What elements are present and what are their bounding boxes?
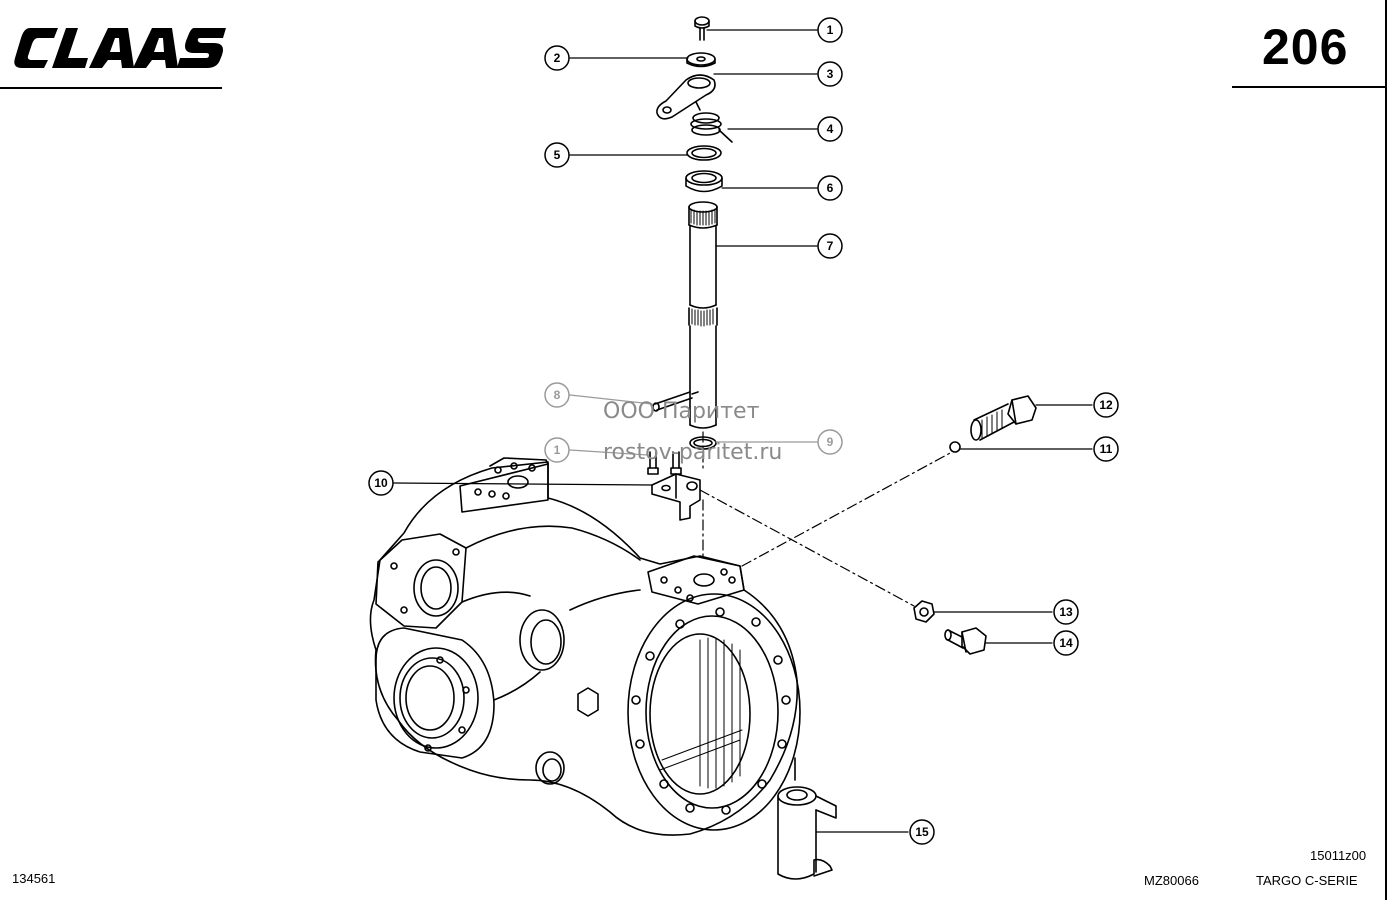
- callout-circle-12: [1093, 392, 1119, 418]
- part-14-bolt: [944, 627, 987, 655]
- watermark-url: rostov-paritet.ru: [603, 440, 783, 465]
- header-rule-right: [1232, 86, 1387, 88]
- callout-label: 8: [554, 388, 561, 402]
- part-11-ball: [949, 441, 961, 453]
- part-7-shaft: [688, 201, 718, 429]
- callout-label: 14: [1059, 636, 1073, 650]
- page-number: 206: [1262, 19, 1349, 75]
- callout-label: 1: [554, 443, 561, 457]
- callout-label: 2: [554, 51, 561, 65]
- reference-number: 134561: [12, 871, 56, 886]
- part-12-bolt: [970, 395, 1037, 441]
- callout-circle-8: [544, 382, 570, 408]
- callout-circle-9: [817, 429, 843, 455]
- callout-circle-10: [368, 470, 394, 496]
- callout-label: 10: [374, 476, 388, 490]
- series-name: TARGO C-SERIE: [1256, 873, 1358, 888]
- part-15-sleeve: [777, 786, 837, 880]
- callout-circle-14: [1053, 630, 1079, 656]
- callout-circle-5: [544, 142, 570, 168]
- claas-logo: [14, 28, 226, 68]
- callout-circle-6: [817, 175, 843, 201]
- callout-label: 12: [1099, 398, 1113, 412]
- callout-label: 15: [915, 825, 929, 839]
- callout-circle-2: [544, 45, 570, 71]
- callout-circle-1: [817, 17, 843, 43]
- part-2-washer: [686, 52, 716, 68]
- callout-circle-4: [817, 116, 843, 142]
- callout-label: 9: [827, 435, 834, 449]
- assembly-axis-lines: [699, 431, 953, 607]
- part-3-lever: [656, 74, 716, 120]
- part-6-bushing: [685, 170, 723, 193]
- callout-label: 1: [827, 23, 834, 37]
- callout-circle-13: [1053, 599, 1079, 625]
- callout-label: 4: [827, 122, 834, 136]
- callout-label: 3: [827, 67, 834, 81]
- callout-circle-1b: [544, 437, 570, 463]
- callout-label: 6: [827, 181, 834, 195]
- part-1-screws-lower: [647, 451, 682, 475]
- callout-circle-15: [909, 819, 935, 845]
- axle-housing: [369, 457, 801, 836]
- callout-label: 7: [827, 239, 834, 253]
- part-1-screw: [694, 16, 710, 41]
- watermark-company: ООО Паритет: [603, 399, 760, 424]
- sheet-border-right: [1385, 0, 1387, 900]
- part-8-pin: [652, 391, 699, 412]
- drawing-code: MZ80066: [1144, 873, 1199, 888]
- part-10-bracket: [651, 473, 701, 521]
- callout-label: 11: [1100, 442, 1113, 456]
- callout-circle-11: [1093, 436, 1119, 462]
- callout-label: 13: [1059, 605, 1073, 619]
- part-13-nut: [913, 600, 935, 623]
- header-rule-left: [0, 87, 222, 89]
- part-5-ring: [686, 145, 722, 161]
- callout-circle-7: [817, 233, 843, 259]
- serial-code: 15011z00: [1310, 848, 1367, 863]
- callout-label: 5: [554, 148, 561, 162]
- part-4-spring: [690, 101, 733, 143]
- callout-circle-3: [817, 61, 843, 87]
- leader-lines: [393, 29, 1093, 833]
